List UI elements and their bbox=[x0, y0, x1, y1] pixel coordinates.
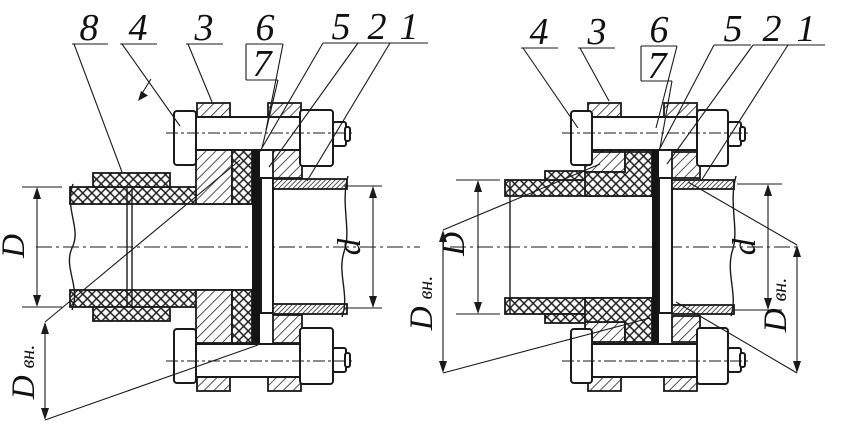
bolt-head bbox=[570, 110, 593, 166]
break-line bbox=[729, 175, 737, 317]
left-flange-lower bbox=[195, 289, 233, 344]
right-diagram: D Dвн. d Dвн. bbox=[404, 8, 825, 392]
part-label-8: 8 bbox=[80, 7, 99, 49]
pipe-collar bbox=[658, 177, 673, 314]
part-label-1: 1 bbox=[797, 8, 816, 50]
part-label-7: 7 bbox=[253, 43, 274, 85]
flange-assembly-upper bbox=[195, 149, 303, 205]
part-label-3: 3 bbox=[194, 7, 214, 49]
flange-assembly-lower bbox=[195, 289, 303, 344]
nut bbox=[696, 327, 729, 385]
bolt-top bbox=[166, 102, 354, 167]
part-label-6: 6 bbox=[650, 9, 669, 51]
bolt-tip-end bbox=[344, 126, 351, 142]
dimension-Dvn-left: Dвн. bbox=[6, 159, 259, 421]
dimension-d-right-diagram: d bbox=[727, 183, 782, 311]
part-label-2: 2 bbox=[368, 6, 387, 48]
part-label-3: 3 bbox=[587, 11, 607, 53]
dimension-D-left: D bbox=[0, 186, 62, 308]
dimension-d-left: d bbox=[332, 185, 382, 309]
bolt-tip-end bbox=[739, 352, 746, 368]
dim-label-Dvn: Dвн. bbox=[404, 276, 440, 331]
part-label-5: 5 bbox=[332, 6, 351, 48]
right-flange-lower bbox=[272, 314, 303, 344]
gasket bbox=[652, 150, 659, 343]
part-label-4: 4 bbox=[129, 7, 148, 49]
bolt-shaft bbox=[591, 116, 698, 151]
flange-assembly-lower bbox=[584, 297, 701, 343]
break-line bbox=[68, 183, 76, 311]
dimension-Dvn-left-side: Dвн. bbox=[404, 163, 651, 374]
right-flange-upper bbox=[272, 149, 303, 179]
bushing-lower bbox=[231, 289, 253, 344]
callouts-left: 8 4 3 6 7 5 2 1 bbox=[72, 6, 428, 182]
right-flange-upper bbox=[671, 151, 701, 179]
dim-label-Dvn: Dвн. bbox=[6, 345, 42, 400]
bolt-shaft bbox=[195, 116, 301, 151]
bushing-upper bbox=[231, 149, 253, 205]
bolt-shaft bbox=[591, 343, 698, 378]
bolt-tip-end bbox=[739, 126, 746, 142]
nut bbox=[299, 327, 334, 385]
pipe-collar bbox=[260, 177, 274, 314]
dim-label-d: d bbox=[332, 238, 368, 255]
part-label-5: 5 bbox=[724, 8, 743, 50]
bolt-head bbox=[570, 328, 593, 384]
dim-label-d: d bbox=[727, 238, 763, 255]
right-flange-lower bbox=[671, 315, 701, 343]
flow-arrow-icon bbox=[138, 78, 152, 101]
bolt-bottom bbox=[562, 327, 750, 392]
break-line bbox=[341, 175, 349, 318]
part-label-2: 2 bbox=[763, 8, 782, 50]
part-label-6: 6 bbox=[256, 7, 275, 49]
dim-label-Dvn: Dвн. bbox=[758, 278, 794, 333]
bolt-bottom bbox=[166, 327, 354, 392]
nut bbox=[696, 109, 729, 167]
gasket bbox=[252, 150, 260, 343]
bolt-head bbox=[173, 110, 197, 166]
bolt-head bbox=[173, 328, 197, 384]
left-flange-upper bbox=[195, 149, 233, 205]
right-pipe bbox=[671, 175, 737, 317]
dim-label-D: D bbox=[0, 234, 32, 259]
part-label-7: 7 bbox=[648, 45, 669, 87]
bolt-tip-end bbox=[344, 352, 351, 368]
coupling-sleeve-top bbox=[92, 172, 171, 188]
part-label-4: 4 bbox=[530, 11, 549, 53]
nut bbox=[299, 109, 334, 167]
dimension-Dvn-right-side: Dвн. bbox=[675, 181, 801, 374]
callouts-right: 4 3 6 7 5 2 1 bbox=[521, 8, 825, 182]
flange-ring-top-left bbox=[196, 102, 231, 118]
coupling-sleeve-bottom bbox=[92, 306, 171, 322]
right-pipe bbox=[272, 175, 349, 318]
part-label-1: 1 bbox=[400, 6, 419, 48]
left-diagram: D Dвн. d 8 4 bbox=[0, 6, 428, 421]
